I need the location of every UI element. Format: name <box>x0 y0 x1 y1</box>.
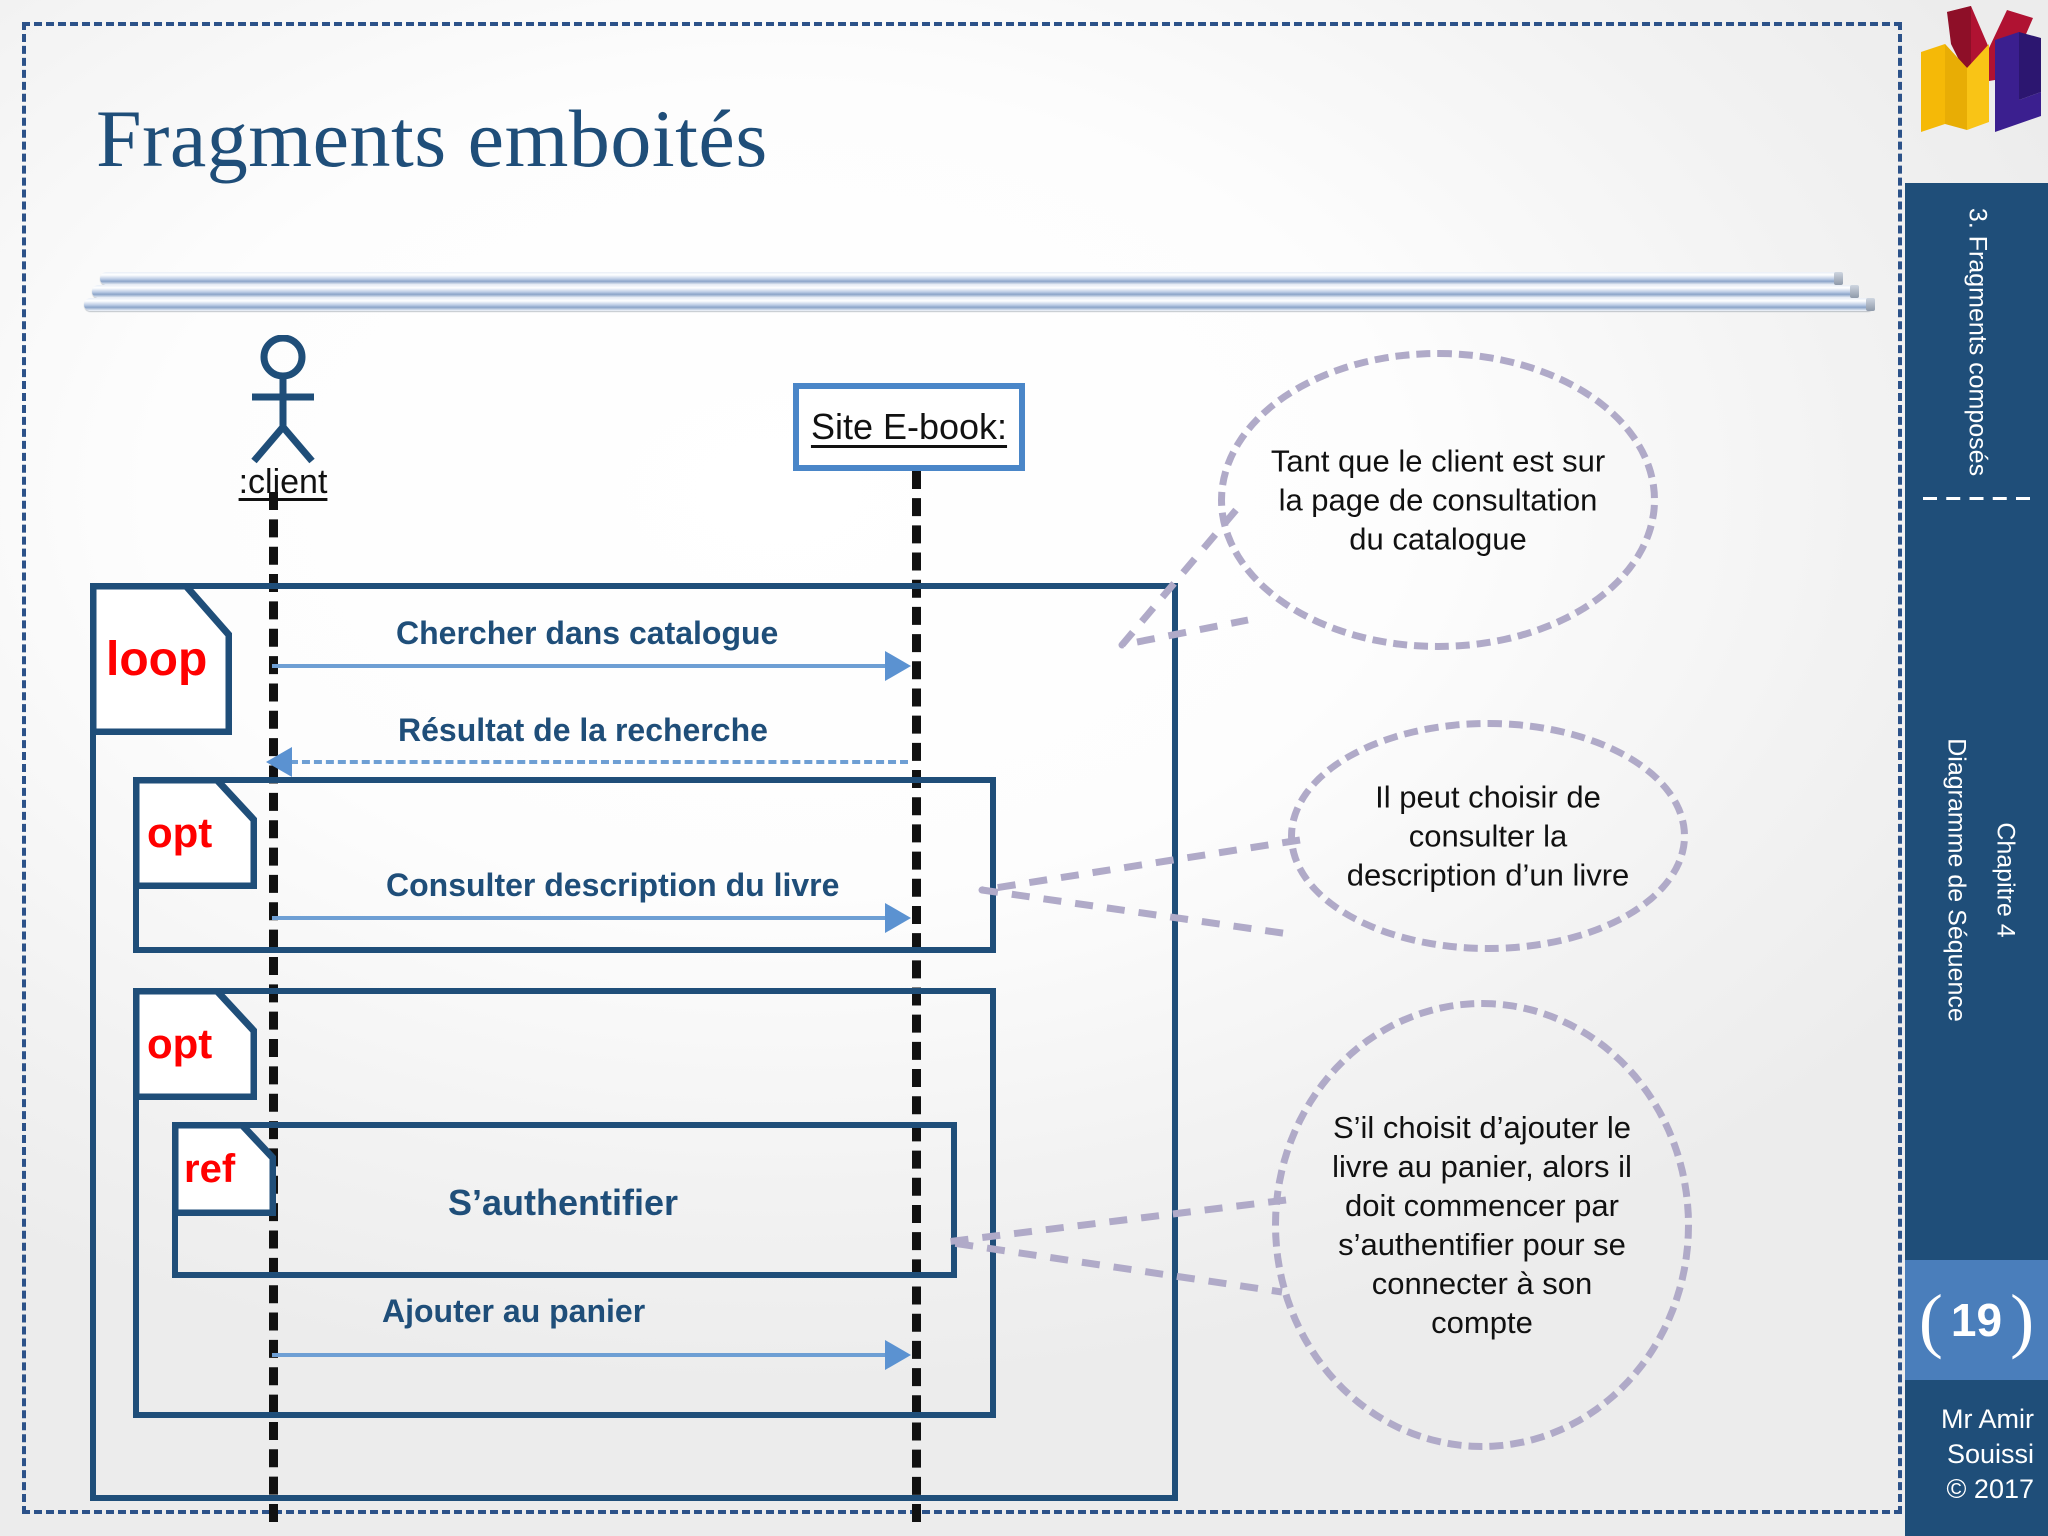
fragment-opt-panier-operator: opt <box>147 1020 213 1067</box>
actor-label: :client <box>238 463 328 501</box>
copyright-line: © 2017 <box>1946 1474 2034 1505</box>
callout-text: Il peut choisir de consulter la descript… <box>1346 779 1630 893</box>
bracket-left: ( <box>1918 1280 1943 1360</box>
lifeline-site-ebook <box>912 471 921 1522</box>
message-label-ajouter: Ajouter au panier <box>382 1293 646 1329</box>
decorative-bar <box>84 298 1874 311</box>
message-label-consulter: Consulter description du livre <box>386 867 840 903</box>
sidebar-chapter-label: Chapitre 4 <box>1991 822 2020 938</box>
callout-text: Tant que le client est sur la page de co… <box>1270 443 1606 557</box>
callout-bubble <box>1288 720 1688 952</box>
uml-logo-icon <box>1911 4 2043 154</box>
actor-stick-figure-icon: :client <box>238 335 328 501</box>
fragment-ref-operator: ref <box>184 1146 236 1191</box>
author-line-1: Mr Amir <box>1941 1404 2034 1434</box>
message-line-ajouter <box>272 1353 902 1357</box>
decorative-bar <box>100 272 1842 285</box>
fragment-ref-tab: ref <box>172 1122 276 1216</box>
author-line-2: Souissi <box>1946 1439 2034 1470</box>
callout-loop-condition: Tant que le client est sur la page de co… <box>1118 350 1658 650</box>
decorative-bars <box>84 272 1884 314</box>
message-arrowhead-chercher <box>885 651 911 681</box>
slide-number-badge: ( 19 ) <box>1905 1260 2048 1380</box>
sidebar-footer: Mr Amir Souissi © 2017 <box>1905 1380 2048 1536</box>
fragment-loop-tab: loop <box>90 583 232 735</box>
message-line-resultat <box>290 760 908 764</box>
message-arrowhead-resultat <box>266 747 292 777</box>
ref-interaction-label: S’authentifier <box>448 1182 679 1223</box>
decorative-bar <box>92 285 1858 298</box>
fragment-loop-operator: loop <box>106 632 208 686</box>
callout-text: S’il choisit d’ajouter le livre au panie… <box>1332 1109 1632 1341</box>
object-site-ebook: Site E-book: <box>793 383 1025 471</box>
object-label: Site E-book: <box>810 406 1008 447</box>
decorative-bar-cap <box>1850 285 1859 298</box>
page-title: Fragments emboités <box>96 93 768 184</box>
fragment-opt-description-operator: opt <box>147 809 213 856</box>
fragment-opt-description-tab: opt <box>133 777 257 889</box>
lifeline-client <box>269 492 278 1522</box>
fragment-opt-panier <box>133 988 996 1418</box>
decorative-bar-cap <box>1834 272 1843 285</box>
sidebar-chapter-band: Diagramme de Séquence Chapitre 4 <box>1905 500 2048 1260</box>
callout-opt-panier: S’il choisit d’ajouter le livre au panie… <box>942 1000 1692 1450</box>
message-arrowhead-consulter <box>885 903 911 933</box>
sidebar-section-band: 3. Fragments composés <box>1905 183 2048 500</box>
decorative-bar-cap <box>1866 298 1875 311</box>
message-arrowhead-ajouter <box>885 1340 911 1370</box>
callout-bubble <box>1218 350 1658 650</box>
slide-number: 19 <box>1950 1294 2003 1346</box>
fragment-loop <box>90 583 1178 1501</box>
sidebar-chapter-sub-label: Diagramme de Séquence <box>1942 738 1971 1022</box>
bracket-right: ) <box>2010 1280 2035 1360</box>
callout-bubble <box>1272 1000 1692 1450</box>
message-label-chercher: Chercher dans catalogue <box>396 615 779 651</box>
sequence-diagram: :client Site E-book: loop Chercher dans … <box>90 335 1692 1522</box>
fragment-opt-panier-tab: opt <box>133 988 257 1100</box>
message-line-consulter <box>272 916 902 920</box>
message-line-chercher <box>272 664 902 668</box>
right-sidebar: 3. Fragments composés Diagramme de Séque… <box>1905 0 2048 1536</box>
callout-opt-description: Il peut choisir de consulter la descript… <box>978 720 1688 952</box>
sidebar-section-label: 3. Fragments composés <box>1963 207 1991 476</box>
message-label-resultat: Résultat de la recherche <box>398 712 768 748</box>
